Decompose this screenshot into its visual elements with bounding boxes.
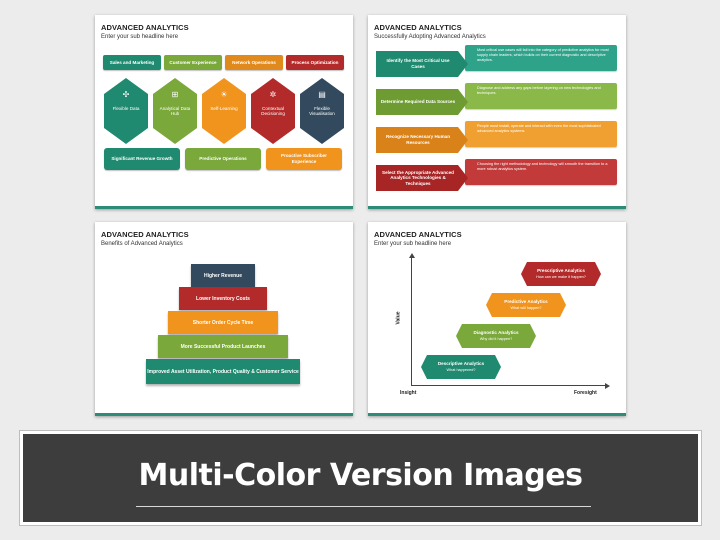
hexagon-analytical-data-hub: ⊞ Analytical Data Hub (153, 78, 197, 144)
slide-title: ADVANCED ANALYTICS (374, 23, 462, 32)
stage-descriptive: Descriptive Analytics What happened? (421, 355, 501, 379)
caption-banner: Multi-Color Version Images (20, 431, 701, 525)
slide-title: ADVANCED ANALYTICS (101, 230, 189, 239)
row-label-arrow: Determine Required Data Sources (376, 89, 468, 115)
pill-revenue-growth: Significant Revenue Growth (104, 148, 180, 170)
y-axis-label: Value (395, 311, 402, 325)
hexagon-contextual-decisioning: ✲ Contextual Decisioning (251, 78, 295, 144)
stage-prescriptive: Prescriptive Analytics How can we make i… (521, 262, 601, 286)
slide-thumbnail-4[interactable]: ADVANCED ANALYTICS Enter your sub headli… (368, 222, 626, 416)
row-label: Determine Required Data Sources (380, 99, 456, 105)
stage-diagnostic: Diagnostic Analytics Why did it happen? (456, 324, 536, 348)
row-label: Select the Appropriate Advanced Analytic… (382, 169, 454, 186)
lightbulb-icon: ☀ (220, 90, 228, 99)
slide-accent-bar (368, 206, 626, 209)
pyramid-step: More Successful Product Launches (158, 335, 288, 358)
stage-title: Prescriptive Analytics (537, 268, 585, 273)
row-description: Diagnose and address any gaps before lay… (465, 83, 617, 109)
hexagon-label: Flexible Data (112, 106, 140, 111)
tag-process-optimization: Process Optimization (286, 55, 344, 70)
pill-predictive-operations: Predictive Operations (185, 148, 261, 170)
hexagon-flexible-data: ✣ Flexible Data (104, 78, 148, 144)
slide-subtitle: Enter your sub headline here (101, 34, 179, 40)
stage-question: What will happen? (510, 305, 542, 310)
slide-subtitle: Enter your sub headline here (374, 241, 452, 247)
row-description: People must install, operate and interac… (465, 121, 617, 147)
hexagon-label: Analytical Data Hub (159, 106, 191, 117)
stage-question: How can we make it happen? (536, 274, 586, 279)
slide-accent-bar (95, 413, 353, 416)
slide-title: ADVANCED ANALYTICS (101, 23, 189, 32)
pyramid-step: Higher Revenue (191, 264, 255, 287)
hexagon-label: Flexible Visualisation (309, 106, 335, 117)
slide-accent-bar (95, 206, 353, 209)
tag-network-operations: Network Operations (225, 55, 283, 70)
banner-underline (136, 506, 591, 507)
stage-title: Predictive Analytics (504, 299, 548, 304)
slide-subtitle: Successfully Adopting Advanced Analytics (374, 34, 486, 40)
stage-question: Why did it happen? (479, 336, 513, 341)
x-axis-arrow (605, 382, 610, 389)
hexagon-self-learning: ☀ Self-Learning (202, 78, 246, 144)
pill-subscriber-experience: Proactive Subscriber Experience (266, 148, 342, 170)
pyramid-step: Improved Asset Utilization, Product Qual… (146, 359, 300, 384)
row-label: Identify the Most Critical Use Cases (386, 58, 450, 69)
x-axis (411, 385, 607, 386)
tag-sales-marketing: Sales and Marketing (103, 55, 161, 70)
tag-customer-experience: Customer Experience (164, 55, 222, 70)
row-label: Recognize Necessary Human Resources (385, 134, 451, 145)
slide-accent-bar (368, 413, 626, 416)
network-icon: ✲ (269, 90, 277, 99)
stage-title: Diagnostic Analytics (473, 330, 519, 335)
hexagon-label: Self-Learning (210, 106, 238, 111)
y-axis-arrow (408, 253, 415, 258)
chart-icon: ▤ (318, 90, 326, 99)
x-axis-start-label: Insight (400, 390, 417, 396)
hexagon-flexible-visualisation: ▤ Flexible Visualisation (300, 78, 344, 144)
row-description: Choosing the right methodology and techn… (465, 159, 617, 185)
stage-question: What happened? (446, 367, 476, 372)
x-axis-end-label: Foresight (574, 390, 597, 396)
row-label-arrow: Select the Appropriate Advanced Analytic… (376, 165, 468, 191)
pyramid-step: Shorter Order Cycle Time (168, 311, 278, 334)
data-hub-icon: ⊞ (171, 90, 179, 99)
stage-predictive: Predictive Analytics What will happen? (486, 293, 566, 317)
slide-thumbnail-3[interactable]: ADVANCED ANALYTICS Benefits of Advanced … (95, 222, 353, 416)
row-label-arrow: Recognize Necessary Human Resources (376, 127, 468, 153)
flexible-data-icon: ✣ (122, 90, 130, 99)
slide-thumbnail-1[interactable]: ADVANCED ANALYTICS Enter your sub headli… (95, 15, 353, 209)
stage-title: Descriptive Analytics (437, 361, 485, 366)
banner-title: Multi-Color Version Images (138, 458, 583, 493)
pyramid-step: Lower Inventory Costs (179, 287, 267, 310)
slide-thumbnail-2[interactable]: ADVANCED ANALYTICS Successfully Adopting… (368, 15, 626, 209)
hexagon-label: Contextual Decisioning (261, 106, 285, 117)
row-description: Most critical use cases will fall into t… (465, 45, 617, 71)
y-axis (411, 256, 412, 386)
slide-subtitle: Benefits of Advanced Analytics (101, 241, 183, 247)
slide-title: ADVANCED ANALYTICS (374, 230, 462, 239)
row-label-arrow: Identify the Most Critical Use Cases (376, 51, 468, 77)
